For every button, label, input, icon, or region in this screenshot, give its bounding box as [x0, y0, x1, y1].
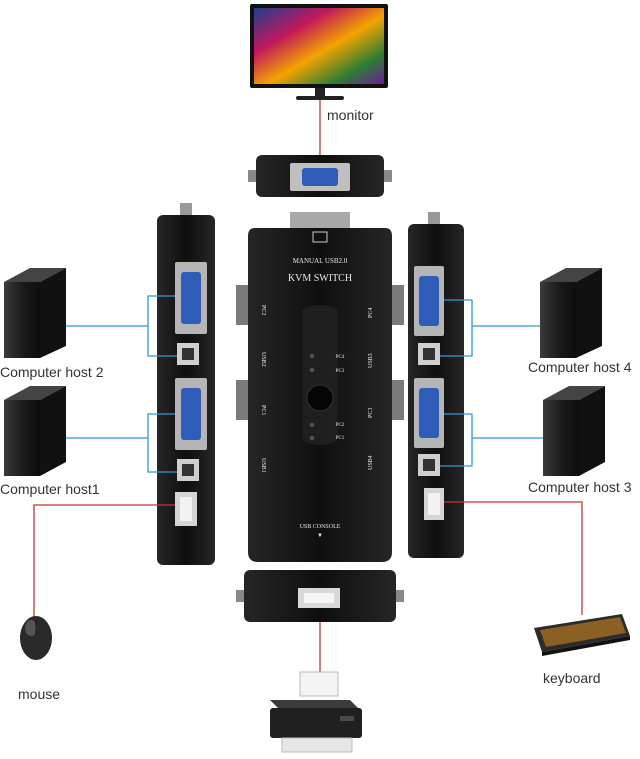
- keyboard-icon: [534, 614, 630, 656]
- side-usb4-label: USB4: [368, 455, 374, 470]
- kvm-switch-body: [236, 212, 404, 562]
- peripheral-cables: [33, 501, 583, 678]
- svg-text:▼: ▼: [317, 533, 323, 539]
- device-text: MANUAL USB2.0 KVM SWITCH PC4 PC3 PC2 PC1…: [260, 257, 374, 539]
- monitor-icon: [250, 4, 388, 100]
- computer-host-1-label: Computer host1: [0, 481, 100, 497]
- monitor-label: monitor: [327, 107, 374, 123]
- left-side-panel: [157, 203, 215, 565]
- kvm-switch-title: KVM SWITCH: [288, 273, 352, 284]
- computer-host-3-icon: [543, 386, 605, 476]
- pc4-led-label: PC4: [336, 355, 345, 360]
- computer-host-1-icon: [4, 386, 66, 476]
- computer-host-4-label: Computer host 4: [528, 359, 632, 375]
- computer-host-2-icon: [4, 268, 66, 358]
- right-side-panel: [408, 212, 464, 558]
- bottom-panel-view: [236, 570, 404, 622]
- keyboard-label: keyboard: [543, 670, 601, 686]
- usb-console-label: USB CONSOLE: [300, 524, 341, 530]
- printer-icon: [270, 671, 362, 753]
- side-usb2-label: USB2: [260, 352, 266, 367]
- side-pc4-label: PC4: [368, 308, 374, 318]
- computer-host-4-icon: [540, 268, 602, 358]
- side-pc3-label: PC3: [368, 408, 374, 418]
- computer-host-3-label: Computer host 3: [528, 479, 632, 495]
- mouse-label: mouse: [18, 686, 61, 702]
- host-cables: [66, 295, 543, 473]
- pc1-led-label: PC1: [336, 436, 345, 441]
- side-usb3-label-top: USB3: [368, 353, 374, 368]
- pc3-led-label: PC3: [336, 369, 345, 374]
- side-pc1-label: PC1: [260, 405, 266, 415]
- mouse-icon: [20, 616, 52, 660]
- side-pc2-label: PC2: [260, 305, 266, 315]
- computer-host-2-label: Computer host 2: [0, 364, 104, 380]
- top-panel-view: [248, 155, 392, 197]
- pc2-led-label: PC2: [336, 423, 345, 428]
- manual-usb-text: MANUAL USB2.0: [293, 257, 348, 265]
- side-usb1-label: USB1: [260, 458, 266, 473]
